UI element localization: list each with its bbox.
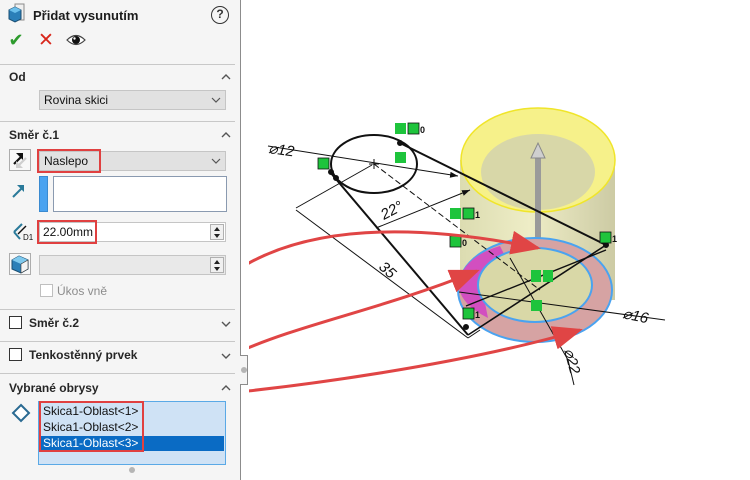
svg-text:1: 1 <box>612 234 617 244</box>
panel-header: Přidat vysunutím <box>8 3 139 28</box>
collapse-selected-contours-button[interactable] <box>220 381 232 393</box>
dimension-d22: ⌀22 <box>560 347 583 377</box>
draft-spinner[interactable] <box>210 257 224 273</box>
reverse-direction-icon <box>13 153 27 168</box>
chevron-up-icon <box>221 74 231 80</box>
depth-value: 22.00mm <box>43 225 94 239</box>
dimension-angle: 22° <box>377 198 406 224</box>
section-title-selected-contours: Vybrané obrysy <box>9 381 99 395</box>
from-select[interactable]: Rovina skici <box>39 90 226 110</box>
svg-text:1: 1 <box>475 210 480 220</box>
annotation-highlight <box>39 401 144 452</box>
divider <box>0 373 235 374</box>
draft-angle-input[interactable] <box>39 255 226 275</box>
cancel-button[interactable]: ✕ <box>38 29 54 51</box>
annotation-highlight <box>37 220 97 244</box>
section-title-direction1: Směr č.1 <box>9 128 60 142</box>
annotation-highlight <box>37 149 101 173</box>
relation-markers: 0 1 0 1 1 <box>317 122 617 320</box>
svg-text:0: 0 <box>462 238 467 248</box>
expand-direction2-button[interactable] <box>220 317 232 329</box>
depth-spinner[interactable] <box>210 224 224 240</box>
depth-input[interactable]: 22.00mm <box>39 222 226 242</box>
draft-outward-label: Úkos vně <box>57 284 108 298</box>
draft-toggle-button[interactable] <box>9 253 31 275</box>
list-item-selected[interactable]: Skica1-Oblast<3> <box>40 436 224 451</box>
list-item[interactable]: Skica1-Oblast<2> <box>43 420 139 434</box>
chevron-down-icon <box>221 321 231 327</box>
ok-button[interactable]: ✔ <box>8 29 24 50</box>
dimension-d16: ⌀16 <box>621 305 650 327</box>
divider <box>0 121 235 122</box>
action-bar: ✔ ✕ <box>6 29 96 51</box>
help-button[interactable]: ? <box>211 6 229 24</box>
chevron-down-icon <box>211 97 221 103</box>
selection-color-bar <box>39 176 48 212</box>
property-manager-panel: Přidat vysunutím ? ✔ ✕ Od Rovina skici <box>0 0 241 480</box>
expand-thin-feature-button[interactable] <box>220 349 232 361</box>
reverse-direction-button[interactable] <box>9 149 31 171</box>
preview-button[interactable] <box>66 30 86 50</box>
depth-icon: D1 <box>12 222 34 247</box>
chevron-down-icon <box>211 158 221 164</box>
section-title-from: Od <box>9 70 26 84</box>
graphics-viewport[interactable]: ⌀12 22° 35 ⌀16 ⌀22 0 1 0 1 1 <box>249 0 750 480</box>
chevron-up-icon <box>221 132 231 138</box>
svg-text:1: 1 <box>475 310 480 320</box>
selected-contours-list[interactable]: Skica1-Oblast<1> Skica1-Oblast<2> Skica1… <box>38 401 226 465</box>
svg-text:0: 0 <box>420 125 425 135</box>
collapse-direction1-button[interactable] <box>220 128 232 140</box>
panel-splitter-tab[interactable] <box>240 355 248 385</box>
direction2-checkbox[interactable] <box>9 316 22 329</box>
direction-selection-field[interactable] <box>53 176 227 212</box>
divider <box>0 64 235 65</box>
end-condition-select[interactable]: Naslepo <box>39 151 226 171</box>
dimension-d12: ⌀12 <box>267 140 295 161</box>
divider <box>0 341 235 342</box>
direction2-label: Směr č.2 <box>29 316 80 330</box>
dimension-length: 35 <box>375 258 399 282</box>
resize-handle[interactable] <box>129 467 135 473</box>
collapse-from-button[interactable] <box>220 70 232 82</box>
end-condition-value: Naslepo <box>44 154 89 168</box>
chevron-up-icon <box>221 385 231 391</box>
draft-outward-checkbox[interactable] <box>40 284 53 297</box>
annotation-arrows <box>249 230 583 393</box>
from-select-value: Rovina skici <box>44 93 109 107</box>
list-item[interactable]: Skica1-Oblast<1> <box>43 404 139 418</box>
divider <box>0 309 235 310</box>
thin-feature-label: Tenkostěnný prvek <box>29 348 138 362</box>
contour-diamond-icon <box>11 403 31 428</box>
thin-feature-checkbox[interactable] <box>9 348 22 361</box>
direction-vector-icon <box>11 183 27 204</box>
eye-icon <box>66 34 86 46</box>
svg-text:D1: D1 <box>23 233 34 242</box>
extrude-feature-icon <box>8 3 26 28</box>
chevron-down-icon <box>221 353 231 359</box>
panel-title: Přidat vysunutím <box>33 7 139 23</box>
draft-icon <box>11 255 29 274</box>
